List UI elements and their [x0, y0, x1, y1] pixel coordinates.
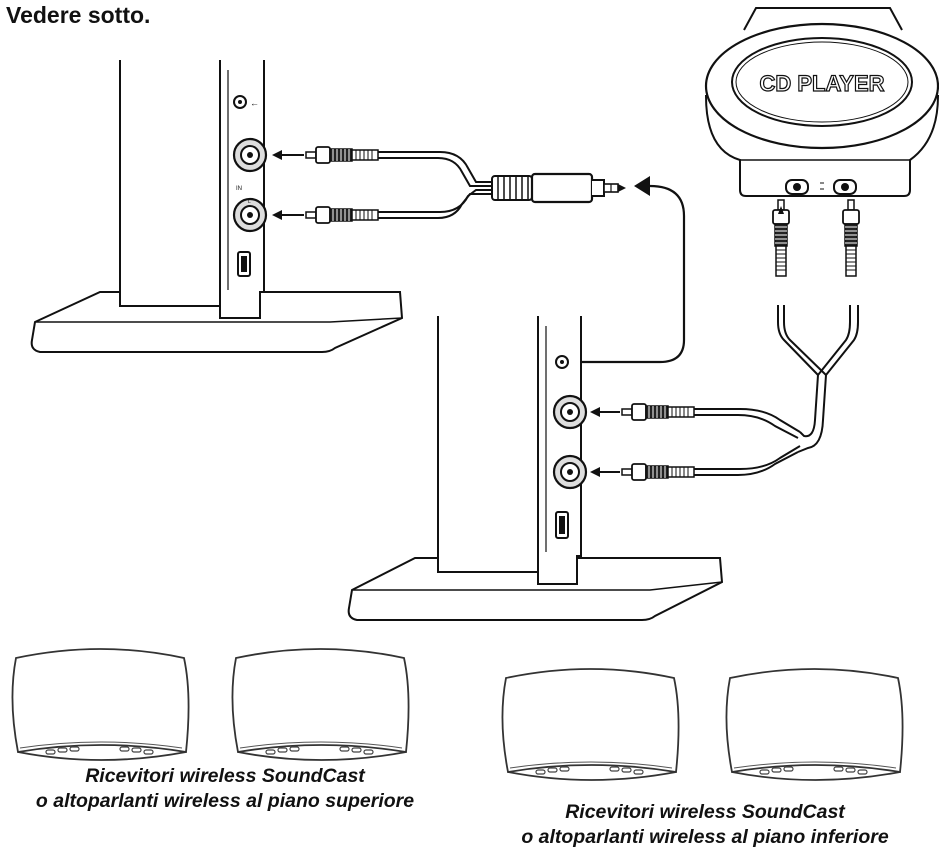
splitter-cable-upstairs [272, 146, 686, 364]
receiver-speaker [501, 668, 680, 781]
caption-upstairs-line2: o altoparlanti wireless al piano superio… [35, 790, 415, 812]
svg-text:←: ← [250, 98, 259, 108]
receivers-downstairs [501, 668, 904, 781]
caption-downstairs: Ricevitori wireless SoundCast o altoparl… [470, 800, 939, 850]
receiver-speaker [11, 648, 190, 761]
transmitter-upstairs: ← IN L [30, 60, 404, 353]
cd-player: CD PLAYER [704, 7, 939, 197]
transmitter-downstairs [347, 316, 724, 621]
rca-cable-downstairs [590, 199, 860, 481]
receiver-speaker [725, 668, 904, 781]
caption-upstairs: Ricevitori wireless SoundCast o altoparl… [0, 764, 450, 814]
transmitter-in-label: IN [236, 186, 242, 192]
receiver-speaker [231, 648, 410, 761]
receivers-upstairs [11, 648, 410, 761]
caption-downstairs-line2: o altoparlanti wireless al piano inferio… [521, 826, 889, 848]
caption-upstairs-line1: Ricevitori wireless SoundCast [85, 765, 365, 787]
transmitter-channel-label: L [248, 199, 251, 205]
cd-player-label: CD PLAYER [759, 71, 884, 96]
caption-downstairs-line1: Ricevitori wireless SoundCast [565, 801, 845, 823]
page-heading: Vedere sotto. [6, 2, 151, 28]
